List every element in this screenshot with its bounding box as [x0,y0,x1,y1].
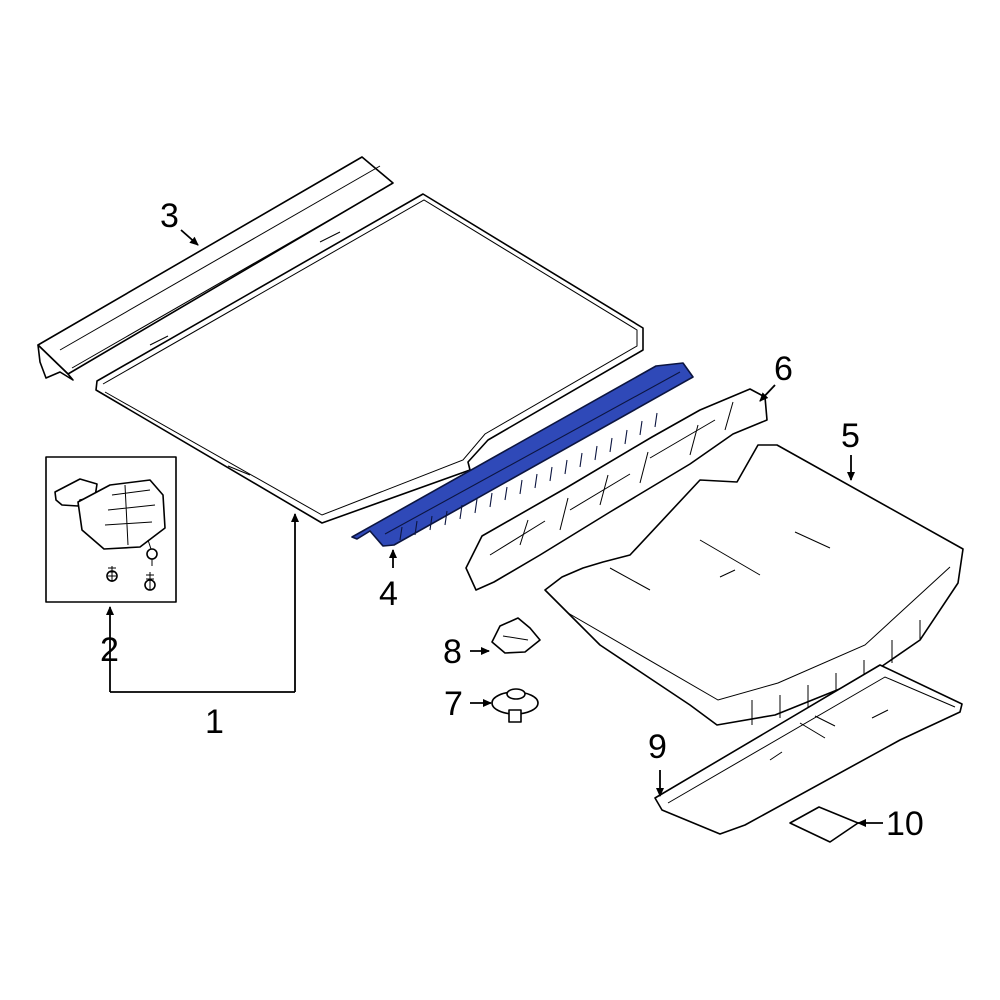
leader-lines [106,229,883,827]
callout-2: 2 [100,631,119,669]
callout-7: 7 [444,685,463,723]
callout-8: 8 [443,633,462,671]
part-5-storage-tub[interactable] [544,444,964,726]
part-3-cover-bar[interactable] [37,156,394,381]
part-1-load-floor[interactable] [95,193,644,524]
callout-1: 1 [205,703,224,741]
callout-5: 5 [841,417,860,455]
callout-9: 9 [648,728,667,766]
part-7-fastener[interactable] [491,688,539,723]
part-4-sill-plate[interactable] [351,362,694,547]
part-2-bracket-kit[interactable] [45,456,177,603]
callout-4: 4 [379,575,398,613]
part-8-clip[interactable] [491,617,541,654]
callout-3: 3 [160,197,179,235]
part-9-floor-cover[interactable] [654,664,963,835]
part-10-pad[interactable] [789,806,859,843]
part-6-rear-bracket[interactable] [465,388,768,591]
callout-10: 10 [886,805,924,843]
callout-6: 6 [774,350,793,388]
